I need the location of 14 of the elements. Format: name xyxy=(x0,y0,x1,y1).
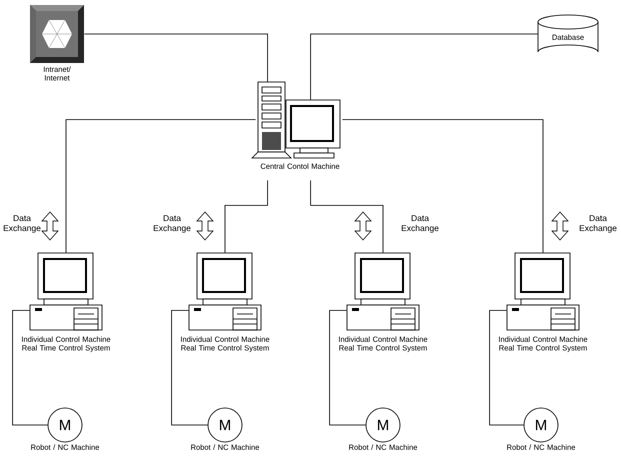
data-exchange-label: Data Exchange xyxy=(154,215,191,233)
connector-line xyxy=(310,34,538,100)
data-exchange-label: Data Exchange xyxy=(402,215,439,233)
data-exchange-label: Data Exchange xyxy=(580,215,617,233)
connector-line xyxy=(489,310,524,426)
data-exchange-label: Data Exchange xyxy=(4,215,41,233)
connector-line xyxy=(66,119,256,253)
connector-line xyxy=(342,119,544,253)
connector-line xyxy=(12,310,48,426)
connector-line xyxy=(171,310,208,426)
connector-line xyxy=(84,34,268,82)
connector-line xyxy=(310,180,384,253)
connector-line xyxy=(224,180,268,253)
connector-line xyxy=(329,310,366,426)
